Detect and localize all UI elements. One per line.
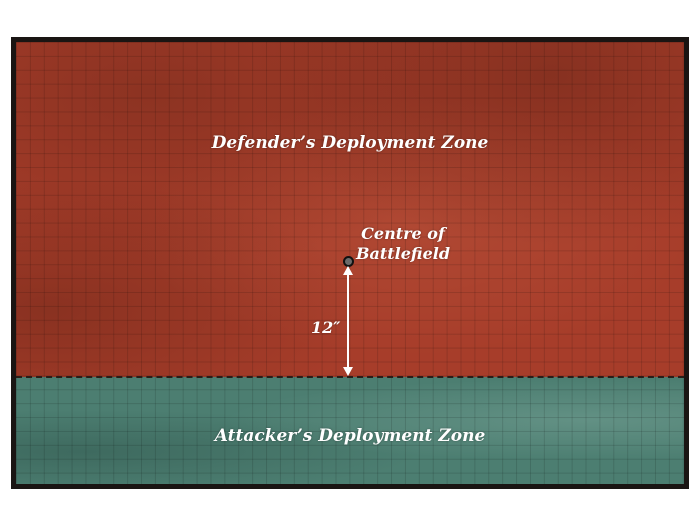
battlefield-area: Defender’s Deployment Zone Attacker’s De… (16, 42, 684, 484)
deployment-zone-boundary (16, 376, 684, 378)
distance-arrow-icon (343, 266, 353, 376)
defender-deployment-zone (16, 42, 684, 377)
attacker-zone-label: Attacker’s Deployment Zone (214, 426, 486, 446)
battlefield-map: Defender’s Deployment Zone Attacker’s De… (11, 37, 689, 489)
distance-label: 12″ (311, 318, 341, 337)
defender-zone-label: Defender’s Deployment Zone (211, 133, 489, 153)
centre-of-battlefield-label: Centre of Battlefield (356, 224, 450, 264)
centre-label-line2: Battlefield (356, 244, 451, 263)
centre-label-line1: Centre of (361, 224, 445, 243)
centre-marker-icon (343, 256, 354, 267)
attacker-deployment-zone (16, 377, 684, 484)
